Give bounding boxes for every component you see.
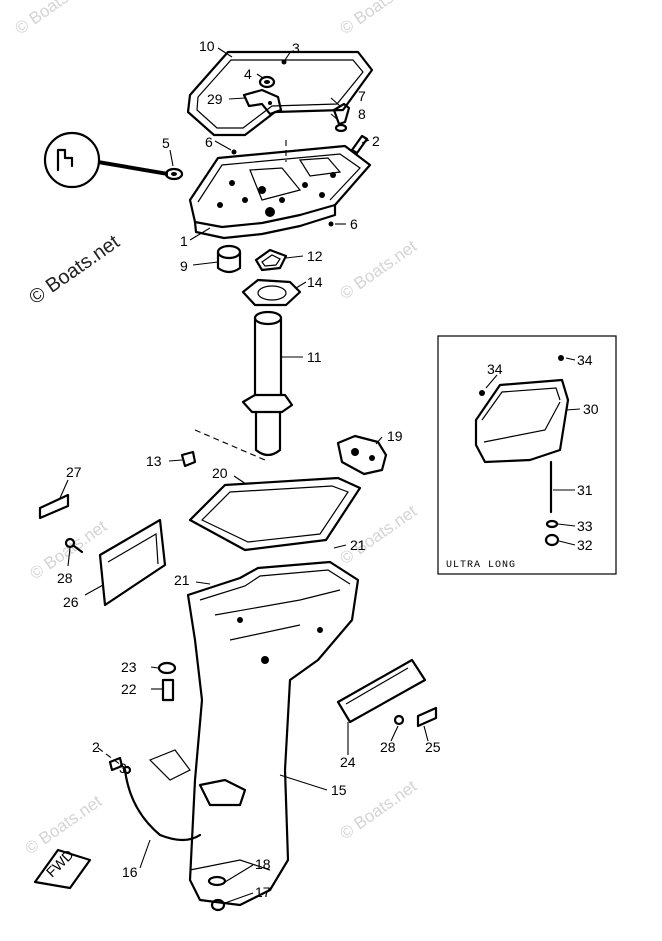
part-6-clip xyxy=(328,221,334,227)
part-14-gasket xyxy=(241,278,302,307)
callout-12: 12 xyxy=(307,248,323,264)
part-3-screw xyxy=(281,59,287,65)
leader-lines xyxy=(59,47,581,904)
part-8-washer xyxy=(334,123,348,133)
part-24-plate xyxy=(336,658,427,724)
watermarks: © Boats.net © Boats.net © Boats.net © Bo… xyxy=(11,0,420,858)
callout-34: 34 xyxy=(487,361,503,377)
callout-30: 30 xyxy=(583,401,599,417)
assembly-line xyxy=(194,429,266,461)
fwd-arrow: FWD xyxy=(33,846,92,890)
callout-labels: 10 3 4 29 7 8 2 5 6 6 1 9 12 14 11 19 13… xyxy=(57,38,599,900)
watermark: © Boats.net xyxy=(336,776,420,843)
callout-3b: 3 xyxy=(119,760,127,776)
part-9-collar xyxy=(216,244,242,274)
fwd-label: FWD xyxy=(43,846,77,880)
callout-21b: 21 xyxy=(174,572,190,588)
callout-32: 32 xyxy=(577,537,593,553)
watermark: © Boats.net xyxy=(11,0,95,38)
part-28-screw-right xyxy=(393,714,405,726)
part-2-fitting xyxy=(108,756,124,772)
watermark: © Boats.net xyxy=(336,236,420,303)
callout-7: 7 xyxy=(358,88,366,104)
callout-20: 20 xyxy=(212,465,228,481)
callout-3: 3 xyxy=(292,40,300,56)
part-2-bolt xyxy=(350,134,369,155)
callout-9: 9 xyxy=(180,258,188,274)
callout-26: 26 xyxy=(63,594,79,610)
callout-25: 25 xyxy=(425,739,441,755)
part-33-washer xyxy=(545,519,559,529)
callout-22: 22 xyxy=(121,681,137,697)
callout-31: 31 xyxy=(577,482,593,498)
callout-19: 19 xyxy=(387,428,403,444)
part-1-bottom-cowling xyxy=(188,144,372,240)
part-4-cap xyxy=(258,75,276,89)
part-11-exhaust-pipe xyxy=(241,310,294,457)
callout-6b: 6 xyxy=(350,216,358,232)
callout-27: 27 xyxy=(66,464,82,480)
callout-23: 23 xyxy=(121,659,137,675)
part-29-bracket xyxy=(242,88,283,116)
part-22-bolt xyxy=(161,678,175,702)
callout-29: 29 xyxy=(207,91,223,107)
part-6-clip xyxy=(231,149,237,155)
callout-28: 28 xyxy=(57,570,73,586)
part-34-bolt xyxy=(558,355,564,361)
callout-16: 16 xyxy=(122,864,138,880)
callout-18: 18 xyxy=(255,856,271,872)
callout-15: 15 xyxy=(331,782,347,798)
part-13-bolt xyxy=(180,450,197,468)
part-23-washer xyxy=(157,661,177,675)
watermark: © Boats.net xyxy=(336,501,420,568)
callout-8: 8 xyxy=(358,106,366,122)
part-5-grommet xyxy=(164,167,184,181)
callout-33: 33 xyxy=(577,518,593,534)
clip-detail-callout xyxy=(43,131,168,189)
callout-13: 13 xyxy=(146,453,162,469)
callout-17: 17 xyxy=(255,884,271,900)
part-12-seal xyxy=(254,248,288,272)
callout-24: 24 xyxy=(340,754,356,770)
watermark: © Boats.net xyxy=(336,0,420,38)
callout-2b: 2 xyxy=(92,739,100,755)
watermark-main: © Boats.net xyxy=(25,231,124,309)
part-20-gasket xyxy=(188,476,362,552)
part-16-cable xyxy=(97,747,202,842)
inset-caption: ULTRA LONG xyxy=(446,560,516,571)
callout-1: 1 xyxy=(180,233,188,249)
callout-28b: 28 xyxy=(380,739,396,755)
callout-21: 21 xyxy=(350,537,366,553)
part-34-bolt xyxy=(479,390,485,396)
part-26-cover-plate xyxy=(98,518,167,607)
part-7-pin xyxy=(332,102,351,126)
callout-4: 4 xyxy=(244,66,252,82)
part-32-nut xyxy=(544,533,560,547)
callout-6: 6 xyxy=(205,134,213,150)
part-10-cover xyxy=(186,50,374,137)
part-19-bracket xyxy=(336,434,388,476)
part-25-decal xyxy=(416,706,438,728)
part-30-extension-housing xyxy=(474,378,570,464)
part-28-screw xyxy=(64,537,84,554)
ultra-long-inset: ULTRA LONG xyxy=(437,335,617,575)
callout-11: 11 xyxy=(307,349,322,365)
callout-2: 2 xyxy=(372,133,380,149)
callout-34b: 34 xyxy=(577,352,593,368)
callout-5: 5 xyxy=(162,135,170,151)
callout-10: 10 xyxy=(199,38,215,54)
part-15-lower-casing xyxy=(186,560,360,907)
part-18-washer xyxy=(207,875,227,887)
part-17-screw xyxy=(210,898,226,912)
part-27-plate xyxy=(38,493,70,520)
callout-14: 14 xyxy=(307,274,323,290)
part-3-washer xyxy=(122,765,132,775)
